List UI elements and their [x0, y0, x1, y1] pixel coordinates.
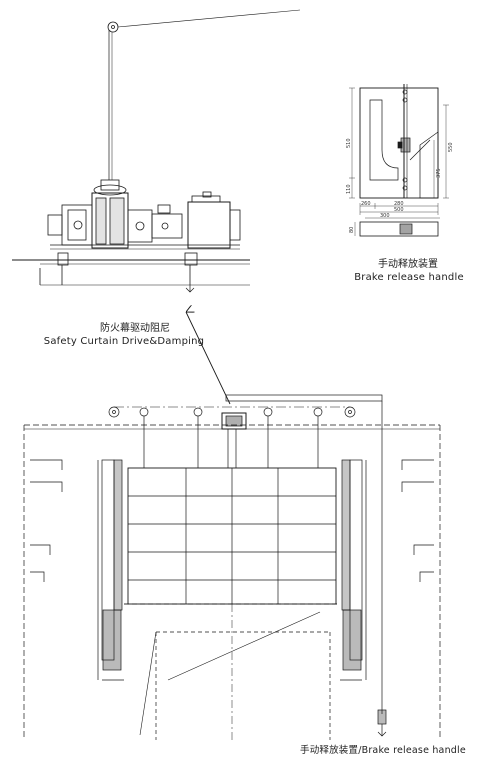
dim-375: 375: [436, 168, 442, 178]
dim-300: 300: [380, 213, 390, 219]
drive-unit-side-view: [12, 9, 301, 293]
dim-80: 80: [349, 227, 355, 233]
brake-label-cn: 手动释放装置: [378, 259, 438, 270]
brake-handle-box: [377, 709, 387, 725]
drive-callout-arrow: [186, 312, 231, 405]
drive-label-cn: 防火幕驱动阻尼: [100, 323, 170, 334]
drive-label-en: Safety Curtain Drive&Damping: [43, 336, 205, 347]
dim-550: 550: [448, 142, 454, 152]
dim-280: 280: [394, 201, 404, 207]
dim-500: 500: [394, 207, 404, 213]
dim-260: 260: [361, 201, 371, 207]
brake-release-detail: 510 550 375 110 260 280 500 300 80: [346, 84, 454, 237]
brake-label-en: Brake release handle: [354, 272, 464, 283]
dim-510: 510: [346, 138, 352, 148]
bottom-brake-label: 手动释放装置/Brake release handle: [300, 745, 466, 756]
dim-110: 110: [346, 184, 352, 194]
curtain-front-elevation: [23, 394, 441, 740]
top-pulley: [107, 21, 119, 33]
